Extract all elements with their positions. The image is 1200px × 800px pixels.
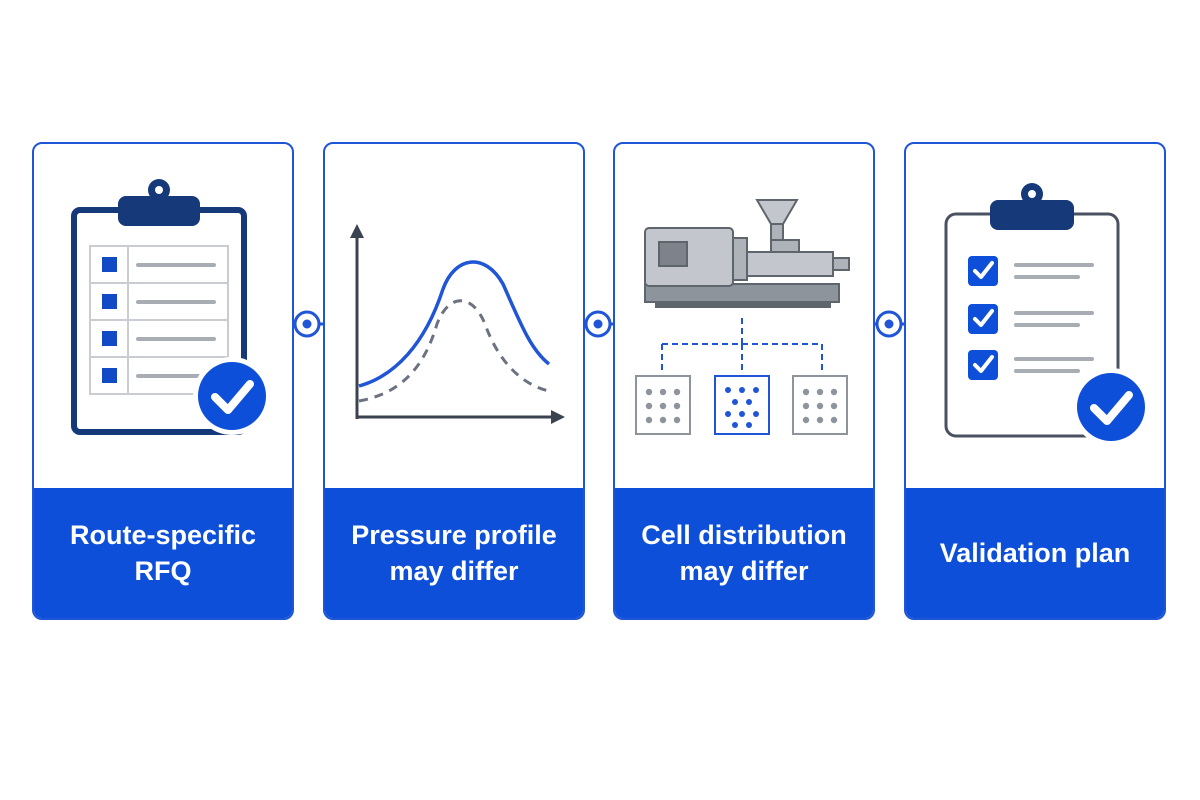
clipboard-checklist-icon	[71, 179, 271, 435]
step-footer: Pressure profile may differ	[325, 488, 583, 618]
step-label: Cell distribution may differ	[641, 520, 847, 586]
step-card-validation-plan: Validation plan	[904, 142, 1166, 620]
step-footer: Cell distribution may differ	[615, 488, 873, 618]
step-label: Route-specific RFQ	[69, 520, 257, 586]
step-label: Pressure profile may differ	[351, 520, 557, 586]
step-footer: Route-specific RFQ	[34, 488, 292, 618]
injection-molding-machine-icon	[635, 199, 850, 435]
step-card-pressure-profile: Pressure profile may differ	[323, 142, 585, 620]
validated-checklist-icon	[944, 183, 1150, 446]
step-card-route-specific-rfq: Route-specific RFQ	[32, 142, 294, 620]
step-footer: Validation plan	[906, 488, 1164, 618]
step-label: Validation plan	[939, 538, 1131, 568]
pressure-curve-chart-icon	[350, 224, 565, 424]
step-card-cell-distribution: Cell distribution may differ	[613, 142, 875, 620]
